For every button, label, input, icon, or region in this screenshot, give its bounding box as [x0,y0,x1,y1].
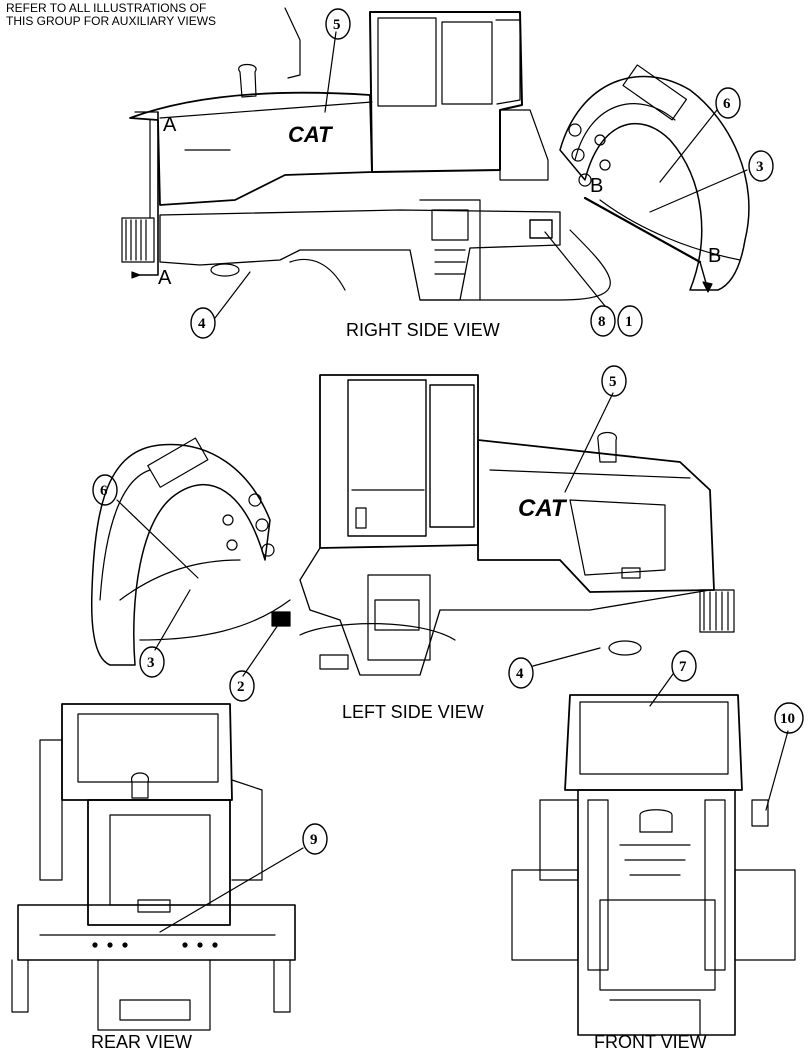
right-side-view: CAT [121,7,774,339]
header-note-line-2: THIS GROUP FOR AUXILIARY VIEWS [6,14,217,28]
callout-left-5: 5 [609,374,617,390]
left-side-view: CAT [90,365,735,702]
section-a-bottom: A [158,267,172,289]
callout-left-3: 3 [147,655,155,671]
rear-view [11,703,328,1031]
callout-right-6: 6 [723,96,731,112]
cat-logo-left: CAT [518,495,568,522]
callout-left-2: 2 [237,679,245,695]
callout-right-1: 1 [625,314,633,330]
view-titles: RIGHT SIDE VIEW LEFT SIDE VIEW REAR VIEW… [91,320,707,1052]
rear-view-title: REAR VIEW [91,1032,192,1052]
callout-left-4: 4 [516,666,524,682]
cat-logo-right: CAT [288,122,333,147]
callout-right-4: 4 [198,316,206,332]
section-markers: A A B B [158,114,721,289]
section-a-top: A [163,114,177,136]
callout-rear-9: 9 [310,832,318,848]
callout-right-3: 3 [756,159,764,175]
callout-left-6: 6 [100,483,108,499]
section-b-right: B [708,245,721,267]
front-view [511,650,804,1036]
callout-right-8: 8 [598,314,606,330]
callout-numbers: 5 6 3 4 8 1 5 6 3 2 4 9 7 10 [100,17,795,848]
front-view-title: FRONT VIEW [594,1032,707,1052]
header-note-line-1: REFER TO ALL ILLUSTRATIONS OF [6,1,207,15]
callout-right-5: 5 [333,17,341,33]
header-note: REFER TO ALL ILLUSTRATIONS OF THIS GROUP… [6,2,266,28]
right-side-view-title: RIGHT SIDE VIEW [346,320,500,340]
callout-front-7: 7 [679,659,687,675]
callout-front-10: 10 [780,711,795,727]
section-b-left: B [590,175,603,197]
left-side-view-title: LEFT SIDE VIEW [342,702,484,722]
